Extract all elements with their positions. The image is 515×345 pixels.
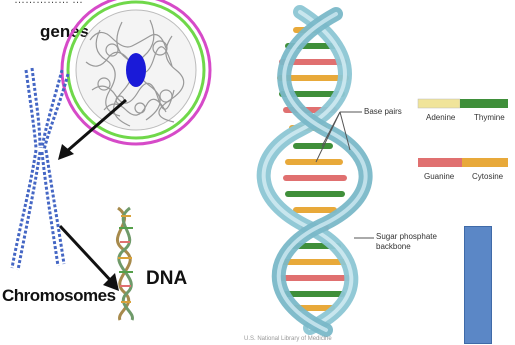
large-dna-helix (264, 12, 366, 330)
chromosome (12, 68, 68, 270)
legend-gc-bar (418, 158, 508, 167)
thymine-label: Thymine (474, 113, 505, 122)
legend-at-bar (418, 99, 508, 108)
arrow-chromosome-to-dna (60, 226, 119, 291)
adenine-label: Adenine (426, 113, 455, 122)
blue-rectangle (464, 226, 492, 344)
guanine-label: Guanine (424, 172, 454, 181)
base-pairs-label: Base pairs (364, 107, 402, 116)
backbone-label-line1: Sugar phosphate (376, 232, 437, 242)
cytosine-label: Cytosine (472, 172, 503, 181)
backbone-label: Sugar phosphate backbone (376, 232, 437, 252)
backbone-label-line2: backbone (376, 242, 437, 252)
nucleus (126, 53, 146, 87)
small-dna-helix (117, 208, 133, 320)
credit-text: U.S. National Library of Medicine (244, 336, 332, 342)
cell-illustration (62, 0, 210, 144)
